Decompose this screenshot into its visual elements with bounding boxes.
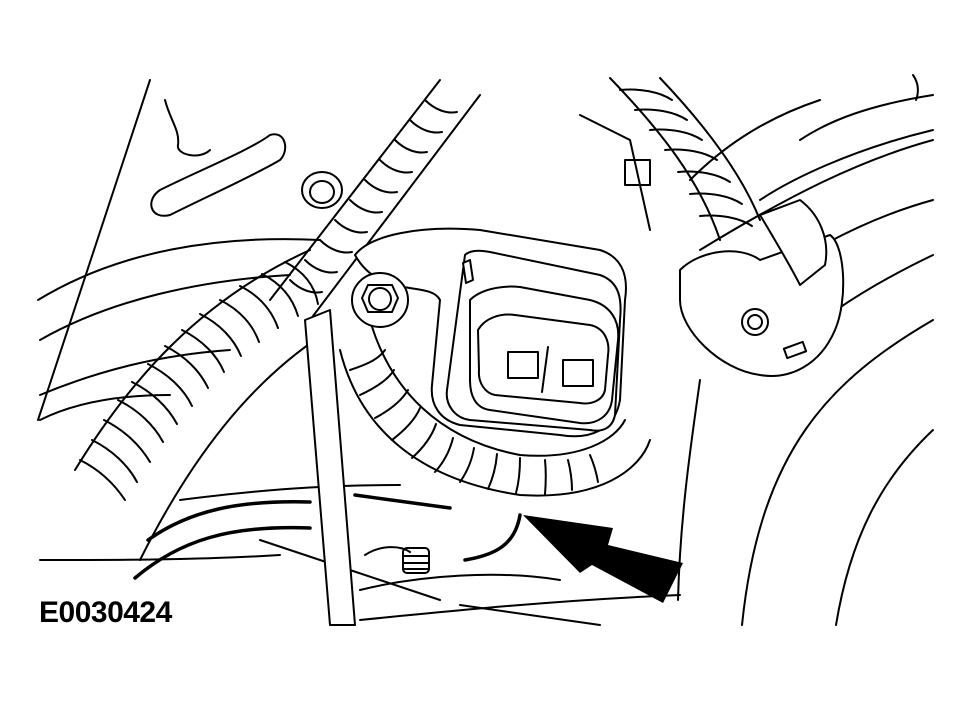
hex-bolt-icon xyxy=(361,284,399,313)
wiring-harness-lower xyxy=(339,319,651,497)
arrow-icon xyxy=(523,515,683,603)
bracket-rod xyxy=(304,309,356,626)
electrical-connector-main xyxy=(351,227,627,438)
connector-pin-1 xyxy=(507,351,539,379)
hose-left xyxy=(150,99,287,217)
electrical-connector-right xyxy=(679,199,845,377)
connector-pin-2 xyxy=(562,359,594,387)
threaded-stud xyxy=(364,546,430,574)
wiring-harness-diagonal xyxy=(269,79,481,321)
figure-label: E0030424 xyxy=(39,596,172,629)
wiring-harness-right xyxy=(609,77,761,241)
round-fitting xyxy=(301,171,343,209)
mounting-bolt-top xyxy=(579,114,651,231)
wiring-harness-left xyxy=(74,249,331,561)
cables-thick xyxy=(133,493,522,580)
